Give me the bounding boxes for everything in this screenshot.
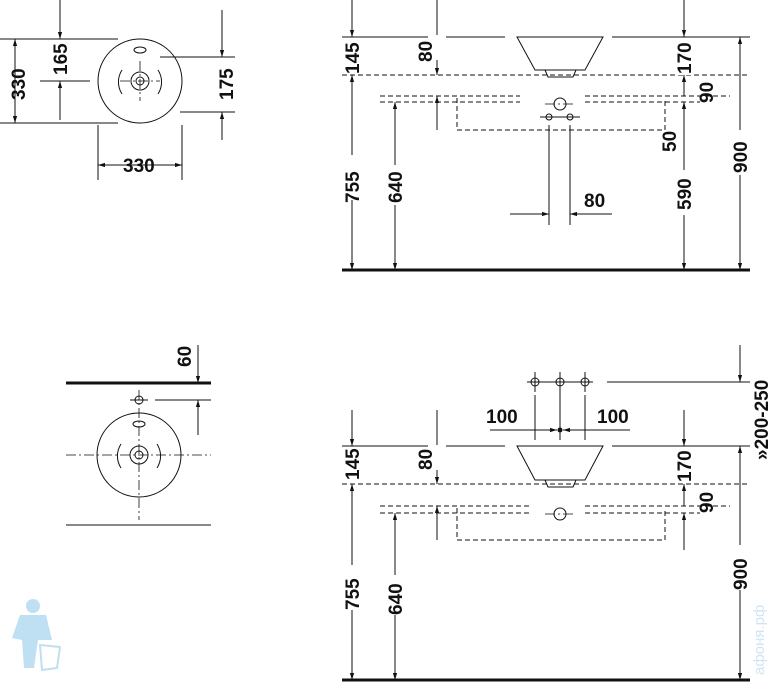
dim-60: 60 — [175, 346, 196, 367]
dim-330-horizontal: 330 — [123, 156, 155, 177]
elevation-top: 145 80 170 90 50 755 640 590 900 80 — [342, 0, 752, 272]
dim-165: 165 — [51, 43, 72, 75]
dim-145: 145 — [343, 448, 364, 480]
dim-900: 900 — [731, 141, 752, 173]
watermark-text: афоня.рф — [751, 605, 768, 675]
dim-50: 50 — [660, 131, 681, 152]
dim-755: 755 — [343, 578, 364, 610]
dim-100-left: 100 — [486, 407, 518, 428]
dim-80-vertical: 80 — [416, 449, 437, 470]
plumber-icon — [12, 599, 62, 672]
dim-900: 900 — [731, 558, 752, 590]
dim-175: 175 — [217, 68, 238, 100]
dim-755: 755 — [343, 171, 364, 203]
dim-80-horizontal: 80 — [584, 191, 605, 212]
dim-90: 90 — [697, 492, 718, 513]
dim-170: 170 — [675, 42, 696, 74]
dim-90: 90 — [697, 82, 718, 103]
dim-100-right: 100 — [597, 407, 629, 428]
plan-view-top: 165 330 175 330 — [0, 0, 238, 180]
dim-200-250: »200-250 — [752, 380, 773, 460]
dim-640: 640 — [386, 583, 407, 615]
dim-80-vertical: 80 — [416, 41, 437, 62]
dim-170: 170 — [675, 450, 696, 482]
elevation-bottom: 100 100 145 80 170 90 755 640 900 »200-2… — [342, 345, 773, 682]
dim-145: 145 — [343, 42, 364, 74]
dim-590: 590 — [675, 178, 696, 210]
plan-view-bottom: 60 — [66, 345, 211, 526]
dim-640: 640 — [386, 171, 407, 203]
dim-330-vertical: 330 — [9, 68, 30, 100]
